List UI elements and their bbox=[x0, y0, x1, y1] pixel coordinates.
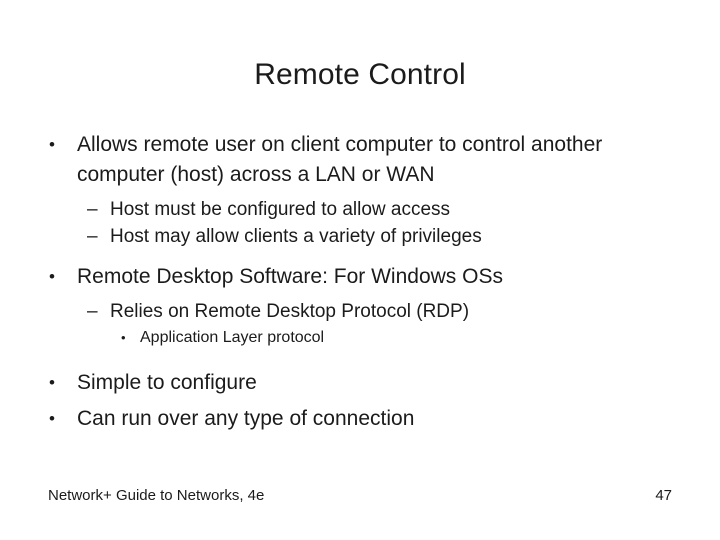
bullet-text: Allows remote user on client computer to… bbox=[77, 133, 603, 186]
bullet-text: Simple to configure bbox=[77, 371, 257, 394]
bullet-level3: • Application Layer protocol bbox=[0, 325, 720, 350]
bullet-text: Can run over any type of connection bbox=[77, 407, 415, 430]
bullet-level1: • Can run over any type of connection bbox=[0, 404, 720, 434]
slide-title: Remote Control bbox=[254, 58, 466, 91]
bullet-text: Host may allow clients a variety of priv… bbox=[110, 226, 482, 247]
bullet-level1: • Simple to configure bbox=[0, 368, 720, 398]
bullet-marker-icon: • bbox=[49, 409, 55, 428]
bullet-list: • Allows remote user on client computer … bbox=[0, 130, 720, 434]
bullet-dash-icon: – bbox=[87, 226, 98, 247]
bullet-level2: – Relies on Remote Desktop Protocol (RDP… bbox=[0, 298, 720, 325]
bullet-text: Application Layer protocol bbox=[140, 329, 325, 346]
bullet-dash-icon: – bbox=[87, 199, 98, 220]
bullet-level1: • Allows remote user on client computer … bbox=[0, 130, 720, 190]
bullet-level1: • Remote Desktop Software: For Windows O… bbox=[0, 262, 720, 292]
bullet-dash-icon: – bbox=[87, 301, 98, 322]
slide-footer: Network+ Guide to Networks, 4e 47 bbox=[0, 480, 720, 540]
slide-body: • Allows remote user on client computer … bbox=[0, 130, 720, 436]
bullet-text: Remote Desktop Software: For Windows OSs bbox=[77, 265, 503, 288]
footer-source-text: Network+ Guide to Networks, 4e bbox=[48, 487, 265, 504]
bullet-text: Relies on Remote Desktop Protocol (RDP) bbox=[110, 301, 470, 322]
bullet-marker-icon: • bbox=[49, 135, 55, 154]
bullet-level2: – Host may allow clients a variety of pr… bbox=[0, 223, 720, 250]
bullet-marker-icon: • bbox=[49, 267, 55, 286]
bullet-marker-icon: • bbox=[49, 373, 55, 392]
bullet-level2: – Host must be configured to allow acces… bbox=[0, 196, 720, 223]
bullet-marker-icon: • bbox=[121, 330, 126, 345]
slide-number: 47 bbox=[655, 487, 672, 504]
bullet-text: Host must be configured to allow access bbox=[110, 199, 451, 220]
